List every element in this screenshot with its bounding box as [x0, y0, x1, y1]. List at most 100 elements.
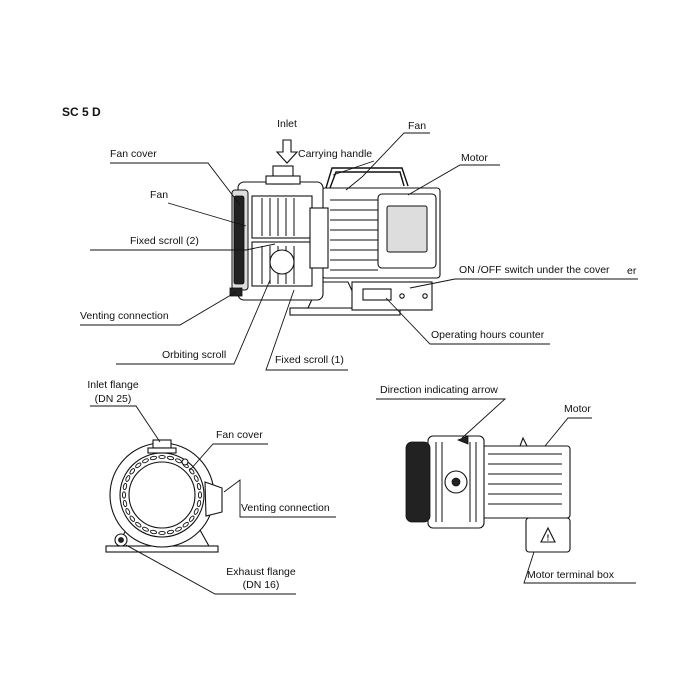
label-front-venting: Venting connection [241, 502, 330, 514]
label-front-fan-cover: Fan cover [216, 429, 263, 441]
warning-exclamation-icon: ! [547, 534, 550, 543]
direction-arrow-icon [456, 435, 469, 445]
fan-cover-slot [158, 530, 166, 536]
fan-cover-dark [233, 195, 245, 285]
leader-direction-arrow [376, 398, 507, 439]
fan-cover-slot [158, 454, 166, 460]
leader-fixed-scroll-1 [265, 289, 348, 371]
fixed-scroll-2-part [251, 195, 313, 239]
fan-cover-slot [142, 526, 149, 532]
leader-motor [407, 164, 500, 196]
eccentric-bearing [269, 249, 295, 275]
fan-cover-slots [121, 454, 203, 536]
carrying-handle-inner [329, 171, 405, 189]
fan-cover-slot [175, 526, 182, 532]
inlet-arrow-icon [275, 139, 299, 164]
leader-fan-cover [110, 162, 241, 206]
leader-venting-connection [80, 291, 237, 326]
label-rear-motor: Motor [564, 403, 591, 415]
label-motor: Motor [461, 152, 488, 164]
fan-cover-slot [135, 521, 142, 528]
front-fan-cover-center [128, 461, 196, 529]
warning-triangle-icon [540, 526, 556, 543]
fan-cover-slot [175, 458, 182, 464]
fan-cover-slot [188, 515, 195, 522]
screw-icon [399, 293, 405, 299]
label-direction-arrow: Direction indicating arrow [380, 384, 498, 396]
leader-orbiting-scroll [116, 279, 271, 365]
front-view-pump [105, 439, 223, 553]
leader-operating-hours-counter [385, 297, 550, 345]
label-fixed-scroll-2: Fixed scroll (2) [130, 235, 199, 247]
rear-inlet-bore [451, 477, 461, 487]
front-inlet-flange [152, 439, 172, 449]
label-operating-hours-counter: Operating hours counter [431, 329, 545, 341]
exhaust-port [118, 537, 124, 543]
label-fan-top: Fan [408, 120, 426, 132]
leader-exhaust-flange [125, 544, 296, 595]
fan-cover-slot [142, 458, 149, 464]
screw-icon [422, 293, 428, 299]
terminal-window [386, 205, 428, 253]
rear-motor-ribs [488, 453, 562, 505]
leader-inlet-flange [90, 405, 161, 443]
label-inlet: Inlet [277, 118, 297, 130]
label-fixed-scroll-1: Fixed scroll (1) [275, 354, 344, 366]
coupling-housing [309, 207, 329, 269]
fan-cover-slot [122, 499, 128, 508]
scroll-fins-upper [261, 198, 295, 236]
fan-cover-slot [149, 455, 158, 461]
side-view-pump [229, 165, 441, 316]
hours-counter-display [362, 288, 392, 301]
fan-cover-slot [125, 475, 131, 482]
fan-cover-slot [166, 455, 175, 461]
label-fan-cover: Fan cover [110, 148, 157, 160]
fan-cover-slot [122, 482, 128, 491]
rear-lifting-eye [519, 436, 528, 447]
fan-cover-slot [197, 491, 203, 499]
leader-rear-motor [544, 417, 592, 447]
leader-on-off-switch [409, 278, 638, 289]
fan-cover-slot [121, 491, 127, 499]
label-carrying-handle: Carrying handle [298, 148, 372, 160]
leader-fan-top [345, 132, 430, 191]
fan-cover-slot [125, 508, 131, 515]
label-exhaust-flange-2: (DN 16) [243, 579, 280, 591]
fan-cover-slot [193, 475, 199, 482]
leader-motor-terminal-box [523, 551, 636, 584]
leader-fan-left [167, 202, 247, 227]
fan-cover-slot [166, 529, 175, 535]
rear-fan-cover [405, 441, 431, 523]
leader-front-fan-cover [189, 443, 268, 471]
front-inlet-base [147, 447, 177, 454]
fan-cover-slot [135, 462, 142, 469]
figure-title: SC 5 D [62, 105, 101, 119]
leader-carrying-handle [332, 160, 375, 176]
inlet-flange-top [265, 175, 301, 185]
fan-cover-slot [196, 482, 202, 491]
fan-cover-slot [129, 515, 136, 522]
rear-pump-fins [435, 442, 477, 522]
label-fan-left: Fan [150, 189, 168, 201]
fan-cover-slot [129, 468, 136, 475]
fan-cover-slot [149, 529, 158, 535]
rear-view-pump: ! [405, 435, 571, 553]
motor-cooling-ribs [330, 199, 378, 271]
carrying-handle [325, 167, 409, 189]
label-inlet-flange-1: Inlet flange [87, 379, 139, 391]
label-motor-terminal-box: Motor terminal box [527, 569, 615, 581]
leader-front-venting [223, 479, 336, 518]
fan-cover-slot [182, 521, 189, 528]
label-venting-connection: Venting connection [80, 310, 169, 322]
front-bolt-icon [181, 458, 189, 466]
label-exhaust-flange-1: Exhaust flange [226, 566, 296, 578]
label-inlet-flange-2: (DN 25) [95, 393, 132, 405]
label-orbiting-scroll: Orbiting scroll [162, 349, 226, 361]
label-truncated-er: er [627, 265, 637, 277]
label-on-off-switch: ON /OFF switch under the cover [459, 264, 610, 276]
rear-motor-body [479, 445, 571, 519]
leader-fixed-scroll-2 [90, 243, 276, 251]
fan-cover-slot [196, 499, 202, 508]
fan-cover-slot [193, 508, 199, 515]
